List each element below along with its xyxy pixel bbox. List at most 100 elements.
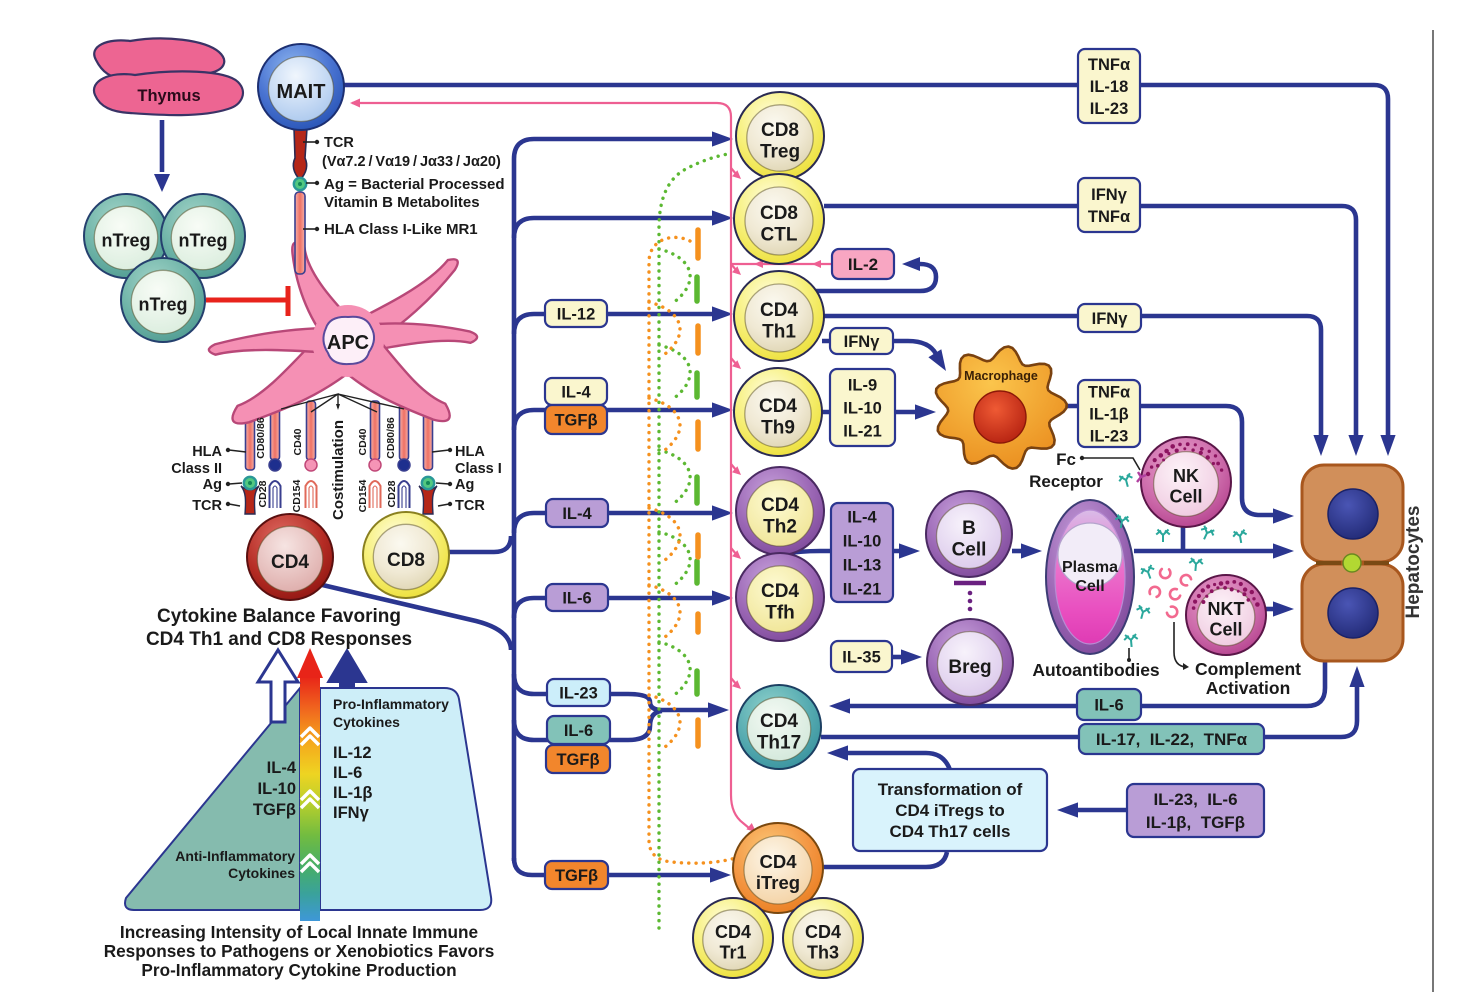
svg-text:IL-6: IL-6 xyxy=(333,764,362,782)
svg-text:Transformation of: Transformation of xyxy=(878,780,1023,799)
svg-text:Tfh: Tfh xyxy=(765,603,795,624)
svg-text:IL-35: IL-35 xyxy=(842,648,881,666)
svg-text:nTreg: nTreg xyxy=(178,231,227,251)
svg-text:IL-4: IL-4 xyxy=(561,383,591,401)
svg-text:CD4: CD4 xyxy=(271,552,309,573)
svg-text:CD40: CD40 xyxy=(292,428,304,455)
svg-text:CD154: CD154 xyxy=(291,479,303,512)
svg-text:CD28: CD28 xyxy=(257,480,269,507)
svg-text:CD8: CD8 xyxy=(761,120,799,141)
svg-text:IL-23: IL-23 xyxy=(559,684,598,702)
svg-text:Th9: Th9 xyxy=(761,418,795,439)
svg-text:TCR: TCR xyxy=(324,135,354,151)
svg-text:TNFα: TNFα xyxy=(1088,56,1130,74)
svg-text:IL-2: IL-2 xyxy=(848,255,878,274)
svg-text:IFNγ: IFNγ xyxy=(844,333,881,351)
svg-text:Activation: Activation xyxy=(1206,678,1291,698)
svg-text:NK: NK xyxy=(1173,466,1199,486)
svg-text:Cell: Cell xyxy=(1209,620,1242,640)
svg-text:Anti-Inflammatory: Anti-Inflammatory xyxy=(175,848,295,864)
svg-text:IL-23: IL-23 xyxy=(1090,427,1129,445)
svg-text:CD4: CD4 xyxy=(761,581,799,602)
svg-text:TNFα: TNFα xyxy=(1088,208,1130,226)
svg-text:CD4: CD4 xyxy=(805,922,841,942)
svg-text:Treg: Treg xyxy=(760,142,800,163)
svg-text:TGFβ: TGFβ xyxy=(556,751,599,769)
svg-text:IL-4: IL-4 xyxy=(267,759,297,777)
svg-text:IL-10: IL-10 xyxy=(843,532,882,550)
svg-text:Increasing Intensity of Local: Increasing Intensity of Local Innate Imm… xyxy=(120,922,478,942)
svg-text:Ag: Ag xyxy=(455,477,474,493)
svg-text:CD4: CD4 xyxy=(761,495,799,516)
svg-text:Thymus: Thymus xyxy=(137,87,200,105)
svg-text:Cell: Cell xyxy=(1169,487,1202,507)
svg-text:IL-9: IL-9 xyxy=(848,376,877,394)
svg-text:IL-10: IL-10 xyxy=(843,399,882,417)
svg-text:Receptor: Receptor xyxy=(1029,472,1103,491)
svg-text:Cytokines: Cytokines xyxy=(333,714,400,730)
svg-text:CD40: CD40 xyxy=(357,428,369,455)
svg-text:Pro-Inflammatory Cytokine Prod: Pro-Inflammatory Cytokine Production xyxy=(141,960,456,980)
svg-text:CD154: CD154 xyxy=(357,479,369,512)
svg-text:CD8: CD8 xyxy=(760,203,798,224)
svg-text:Tr1: Tr1 xyxy=(719,943,746,963)
svg-text:HLA Class I-Like MR1: HLA Class I-Like MR1 xyxy=(324,221,478,238)
svg-text:Cytokines: Cytokines xyxy=(228,865,295,881)
svg-text:CD4: CD4 xyxy=(760,711,798,732)
svg-text:IFNγ: IFNγ xyxy=(333,804,370,822)
svg-text:IL-1β, TGFβ: IL-1β, TGFβ xyxy=(1146,813,1245,832)
svg-text:Cytokine Balance Favoring: Cytokine Balance Favoring xyxy=(157,606,401,627)
svg-text:Ag: Ag xyxy=(203,477,222,493)
svg-text:IL-6: IL-6 xyxy=(564,722,593,740)
svg-text:Th1: Th1 xyxy=(762,322,796,343)
svg-text:Cell: Cell xyxy=(952,540,987,561)
svg-text:Th17: Th17 xyxy=(757,733,801,754)
svg-text:IL-18: IL-18 xyxy=(1090,78,1129,96)
svg-text:CD4: CD4 xyxy=(715,922,751,942)
svg-text:IL-6: IL-6 xyxy=(1094,696,1123,714)
svg-text:CD80/86: CD80/86 xyxy=(385,417,397,459)
svg-text:Cell: Cell xyxy=(1075,578,1104,595)
svg-text:NKT: NKT xyxy=(1208,599,1245,619)
svg-text:CD4 iTregs to: CD4 iTregs to xyxy=(895,801,1005,820)
svg-text:TGFβ: TGFβ xyxy=(554,411,597,429)
svg-text:CD4 Th1 and CD8 Responses: CD4 Th1 and CD8 Responses xyxy=(146,629,412,650)
svg-text:(Vα7.2 / Vα19 / Jα33 / Jα20): (Vα7.2 / Vα19 / Jα33 / Jα20) xyxy=(322,154,501,170)
svg-text:Th3: Th3 xyxy=(807,943,839,963)
svg-text:TCR: TCR xyxy=(455,498,485,514)
svg-text:nTreg: nTreg xyxy=(101,231,150,251)
svg-text:Pro-Inflammatory: Pro-Inflammatory xyxy=(333,696,449,712)
svg-text:nTreg: nTreg xyxy=(138,295,187,315)
svg-text:IFNγ: IFNγ xyxy=(1092,310,1129,328)
svg-text:IL-1β: IL-1β xyxy=(1089,405,1128,423)
svg-text:TGFβ: TGFβ xyxy=(253,801,296,819)
svg-text:TNFα: TNFα xyxy=(1088,383,1130,401)
svg-text:Vitamin B Metabolites: Vitamin B Metabolites xyxy=(324,194,480,211)
svg-text:Macrophage: Macrophage xyxy=(964,369,1038,383)
svg-text:IL-12: IL-12 xyxy=(557,305,596,323)
svg-text:IL-17, IL-22, TNFα: IL-17, IL-22, TNFα xyxy=(1096,730,1248,749)
svg-text:B: B xyxy=(962,518,976,539)
svg-text:Fc: Fc xyxy=(1056,450,1076,469)
svg-text:IL-23: IL-23 xyxy=(1090,100,1129,118)
svg-text:Autoantibodies: Autoantibodies xyxy=(1032,660,1160,680)
svg-text:Hepatocytes: Hepatocytes xyxy=(1403,506,1424,619)
svg-text:IL-12: IL-12 xyxy=(333,744,372,762)
svg-text:CD8: CD8 xyxy=(387,550,425,571)
svg-text:CD80/86: CD80/86 xyxy=(255,417,267,459)
svg-text:IL-6: IL-6 xyxy=(562,589,591,607)
svg-text:APC: APC xyxy=(327,332,369,354)
svg-text:IL-21: IL-21 xyxy=(843,422,882,440)
svg-text:IFNγ: IFNγ xyxy=(1091,186,1128,204)
svg-text:IL-4: IL-4 xyxy=(562,505,592,523)
svg-text:IL-10: IL-10 xyxy=(257,780,296,798)
svg-text:HLA: HLA xyxy=(192,444,222,460)
svg-text:HLA: HLA xyxy=(455,444,485,460)
svg-text:Responses to Pathogens or Xeno: Responses to Pathogens or Xenobiotics Fa… xyxy=(104,941,495,961)
svg-text:IL-4: IL-4 xyxy=(847,508,877,526)
svg-text:Class II: Class II xyxy=(171,461,222,477)
svg-text:Th2: Th2 xyxy=(763,517,797,538)
svg-text:CD28: CD28 xyxy=(386,480,398,507)
svg-text:CD4: CD4 xyxy=(759,851,797,872)
svg-text:iTreg: iTreg xyxy=(756,872,800,893)
